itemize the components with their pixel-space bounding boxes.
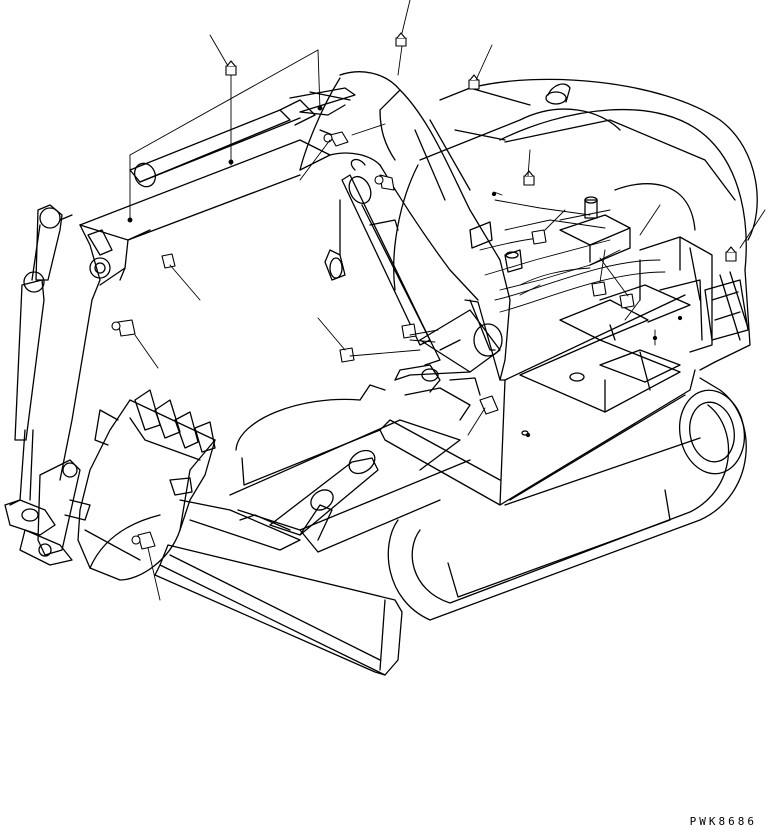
grease-fitting-boom-top (395, 32, 407, 47)
boom (299, 71, 511, 381)
grease-fitting-valve (531, 229, 547, 245)
hydraulic-lines (479, 199, 666, 313)
swing-bracket (359, 364, 481, 421)
blade-cylinder (269, 449, 379, 541)
leader-lines (129, 0, 766, 601)
grease-fitting-swing (339, 347, 355, 363)
grease-fitting-boom-cyl-rod (374, 174, 395, 191)
dozer-blade (154, 499, 403, 676)
grease-fitting-bucket-cyl (111, 319, 136, 337)
grease-fitting-arm-cylinder (225, 60, 237, 76)
counterweight (469, 78, 758, 241)
track-frame (229, 398, 471, 553)
grease-fitting-arm-top (323, 131, 349, 147)
crawler-track (387, 377, 747, 621)
bucket-cylinder (9, 204, 63, 506)
grease-fitting-boom-cyl-foot (401, 323, 417, 339)
cab (393, 87, 751, 371)
arm (59, 139, 331, 481)
bucket (77, 389, 216, 581)
drawing-code: PWK8686 (689, 815, 757, 828)
grease-fitting-bucket (131, 531, 156, 550)
arm-cylinder (129, 87, 356, 188)
bucket-link (4, 459, 91, 566)
grease-fitting-boom-foot (468, 74, 480, 90)
detail-dots (127, 105, 683, 438)
control-valve (469, 196, 631, 273)
radiator (639, 236, 749, 353)
grease-fitting-engine (591, 281, 607, 297)
grease-fitting-deck-right (619, 293, 635, 309)
upper-deck (379, 284, 696, 506)
grease-fitting-radiator (725, 246, 737, 262)
grease-fitting-deck (523, 170, 535, 186)
boom-cylinder (324, 158, 441, 366)
grease-fitting-arm-end (161, 253, 176, 269)
